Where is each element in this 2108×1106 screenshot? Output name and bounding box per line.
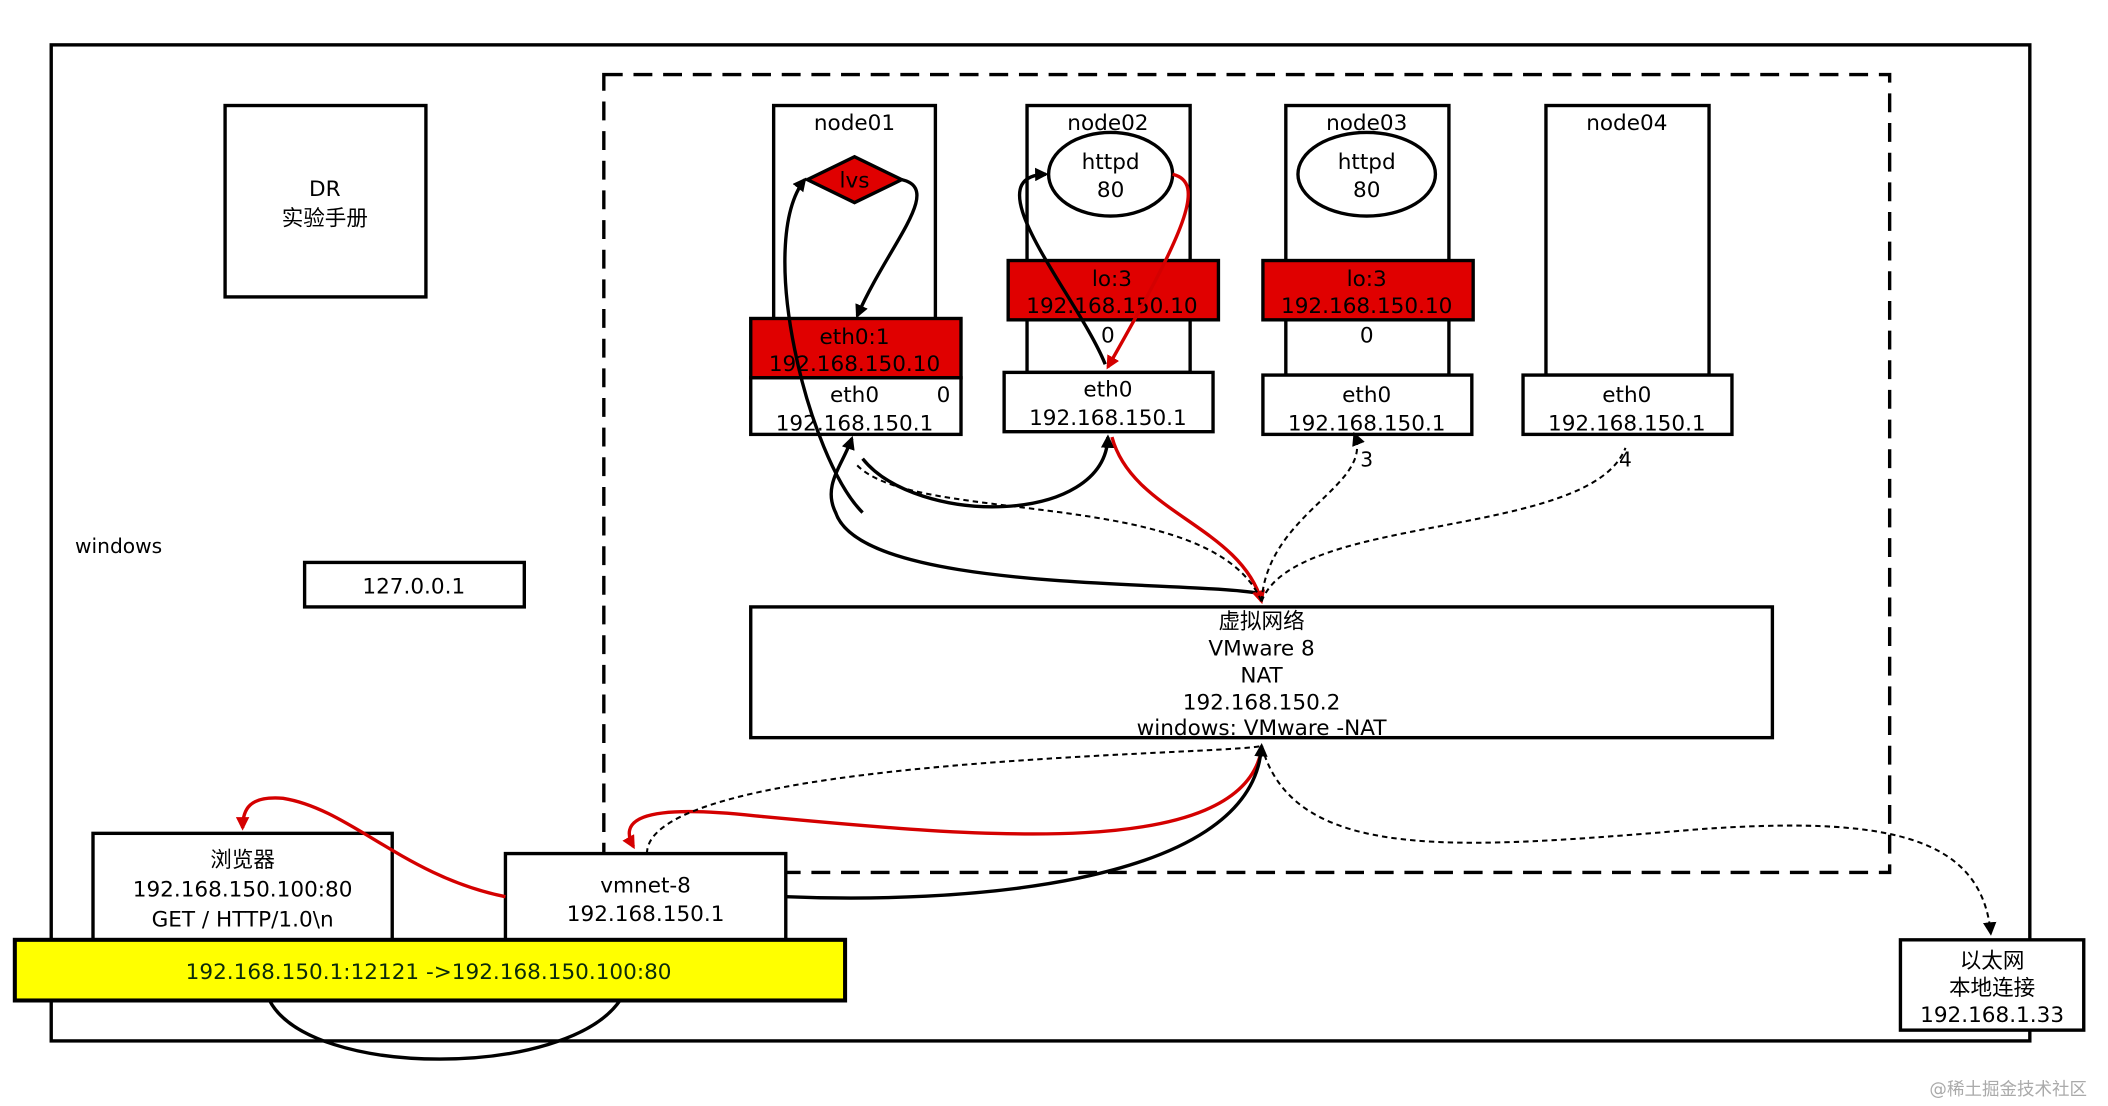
- vmware-nat-box: 虚拟网络 VMware 8 NAT 192.168.150.2 windows:…: [749, 605, 1775, 741]
- vip-suffix: 0: [937, 383, 951, 408]
- dr-title: DR: [309, 177, 341, 202]
- eth-ip: 192.168.150.1: [1548, 411, 1706, 436]
- eth-ip: 192.168.150.1: [1029, 406, 1187, 431]
- node04: node04 eth0 192.168.150.1 4: [1521, 103, 1734, 472]
- vip-iface: lo:3: [1347, 267, 1387, 292]
- watermark: @稀土掘金技术社区: [1929, 1080, 2087, 1100]
- connection-label: 192.168.150.1:12121 ->192.168.150.100:80: [186, 960, 672, 985]
- eth-iface: eth0: [1083, 378, 1132, 403]
- node02-return: [861, 434, 1115, 509]
- vmnet-to-browser-red: [235, 796, 506, 899]
- eth-ip-suffix: 3: [1360, 448, 1373, 472]
- browser-request: GET / HTTP/1.0\n: [152, 907, 334, 932]
- connectors: [235, 167, 1997, 936]
- node04-to-nat-dot: [1260, 447, 1627, 602]
- ethernet-box: 以太网 本地连接 192.168.1.33: [1898, 938, 2086, 1032]
- dr-subtitle: 实验手册: [282, 206, 368, 231]
- vmnet-name: vmnet-8: [600, 874, 691, 899]
- node02-to-nat-red: [1110, 436, 1266, 605]
- vip-address: 192.168.150.10: [1281, 294, 1452, 319]
- vmware-line4: 192.168.150.2: [1183, 690, 1341, 715]
- vm-cluster-frame: [602, 72, 1892, 875]
- vip-iface: lo:3: [1092, 267, 1132, 292]
- eth-ip: 192.168.150.1: [1288, 411, 1446, 436]
- eth-iface: eth0: [1342, 383, 1391, 408]
- nat-to-ethernet-dot: [1260, 745, 1997, 936]
- eth-iface: eth0: [830, 383, 879, 408]
- service-label: httpd: [1338, 150, 1396, 175]
- dr-manual-box: DR 实验手册: [223, 103, 428, 299]
- browser-box: 浏览器 192.168.150.100:80 GET / HTTP/1.0\n: [91, 831, 394, 943]
- vmware-line1: 虚拟网络: [1218, 609, 1304, 634]
- eth-ip: 192.168.150.1: [776, 411, 934, 436]
- node01: node01 lvs eth0:1 192.168.150.10 0 eth0 …: [749, 103, 963, 436]
- eth-ip-suffix: 4: [1619, 448, 1632, 472]
- windows-label: windows: [75, 534, 162, 558]
- ethernet-line1: 以太网: [1960, 949, 2025, 974]
- vmnet8-box: vmnet-8 192.168.150.1: [503, 851, 788, 942]
- service-port: 80: [1097, 178, 1124, 203]
- vmware-line5: windows: VMware -NAT: [1137, 716, 1388, 741]
- connection-bar: 192.168.150.1:12121 ->192.168.150.100:80: [12, 937, 848, 1003]
- node03: node03 httpd 80 lo:3 192.168.150.10 0 et…: [1261, 103, 1475, 472]
- eth0-to-lvs: [783, 177, 864, 514]
- windows-host-frame: [49, 43, 2032, 1043]
- ethernet-line2: 本地连接: [1949, 976, 2035, 1001]
- service-label: httpd: [1082, 150, 1140, 175]
- eth-iface: eth0: [1602, 383, 1651, 408]
- ethernet-line3: 192.168.1.33: [1920, 1003, 2064, 1028]
- vmnet-nat-dot: [645, 744, 1262, 854]
- browser-target: 192.168.150.100:80: [133, 878, 353, 903]
- browser-title: 浏览器: [210, 848, 275, 873]
- vmnet-to-nat: [785, 743, 1268, 900]
- httpd-to-eth-red: [1106, 172, 1190, 370]
- nat-to-vmnet-red: [622, 749, 1264, 850]
- loopback-box: 127.0.0.1: [302, 560, 526, 609]
- vip-suffix: 0: [1101, 324, 1115, 349]
- vip-iface: eth0:1: [819, 325, 889, 350]
- vmware-line2: VMware 8: [1208, 636, 1314, 661]
- node02-eth-to-httpd: [1018, 167, 1107, 365]
- service-port: 80: [1353, 178, 1380, 203]
- node01-to-nat-dot: [856, 464, 1263, 602]
- vmnet-ip: 192.168.150.1: [567, 902, 725, 927]
- node01-eth0-loop: [829, 435, 1260, 596]
- service-label: lvs: [840, 169, 870, 194]
- loopback-label: 127.0.0.1: [362, 574, 465, 599]
- lvs-to-eth01: [855, 178, 919, 319]
- node-name: node04: [1586, 111, 1667, 136]
- node02: node02 httpd 80 lo:3 192.168.150.10 0 et…: [1002, 103, 1221, 434]
- node03-to-nat-dot: [1260, 431, 1365, 602]
- vmware-line3: NAT: [1240, 663, 1283, 688]
- node-name: node01: [814, 111, 895, 136]
- vip-address: 192.168.150.10: [1026, 294, 1197, 319]
- vip-suffix: 0: [1360, 324, 1374, 349]
